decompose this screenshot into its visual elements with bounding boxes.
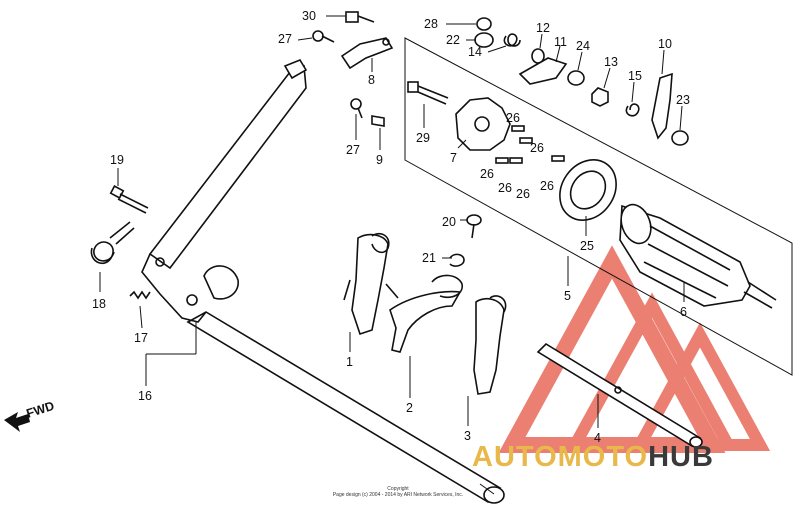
washer-23-part (671, 130, 689, 146)
callout-26-d: 26 (498, 181, 512, 195)
callout-2: 2 (406, 401, 413, 415)
cam-bolt-part (407, 81, 449, 105)
callout-22: 22 (446, 33, 460, 47)
callout-1: 1 (346, 355, 353, 369)
shift-fork-2-part (389, 274, 463, 353)
callout-26-b: 26 (530, 141, 544, 155)
callout-28: 28 (424, 17, 438, 31)
callout-23: 23 (676, 93, 690, 107)
nut-13-part (591, 87, 609, 107)
callout-12: 12 (536, 21, 550, 35)
callout-27-lower: 27 (346, 143, 360, 157)
return-spring-part (90, 221, 135, 265)
bolt-20-part (466, 214, 482, 239)
callout-25: 25 (580, 239, 594, 253)
callout-9: 9 (376, 153, 383, 167)
shift-fork-1-part (343, 232, 399, 336)
brand-part-2: HUB (648, 441, 714, 473)
callout-18: 18 (92, 297, 106, 311)
callout-14: 14 (468, 45, 482, 59)
washer-9-part (371, 115, 385, 127)
copyright-line-2: Page design (c) 2004 - 2014 by ARI Netwo… (332, 492, 464, 498)
bolt-27-lower-part (350, 98, 363, 119)
callout-19: 19 (110, 153, 124, 167)
callout-15: 15 (628, 69, 642, 83)
forward-arrow-icon (4, 412, 30, 432)
leader-lines (99, 15, 685, 428)
callout-labels: 30 27 8 28 22 14 12 11 24 13 10 15 23 29… (92, 9, 690, 445)
callout-27-upper: 27 (278, 32, 292, 46)
bearing-part (559, 159, 617, 221)
brand-part-1: AUTOMOTO (472, 441, 649, 473)
small-spring-part (129, 290, 151, 300)
copyright-line-1: Copyright (387, 486, 409, 492)
shift-shaft-part (141, 59, 505, 504)
callout-10: 10 (658, 37, 672, 51)
callout-3: 3 (464, 429, 471, 443)
callout-11: 11 (554, 35, 567, 49)
screw-30-part (345, 11, 375, 23)
callout-21: 21 (422, 251, 436, 265)
callout-8: 8 (368, 73, 375, 87)
stopper-arm-part (340, 37, 394, 70)
callout-29: 29 (416, 131, 430, 145)
shift-drum-part (619, 203, 777, 309)
callout-4: 4 (594, 431, 601, 445)
watermark-brand-text: AUTOMOTOHUB (472, 441, 714, 474)
pivot-bolt-part (109, 185, 149, 214)
shift-fork-3-part (473, 295, 507, 395)
callout-26-c: 26 (480, 167, 494, 181)
spring-14-part (503, 33, 521, 47)
callout-26-a: 26 (506, 111, 520, 125)
callout-20: 20 (442, 215, 456, 229)
clip-21-part (449, 253, 465, 267)
fork-shaft-part (536, 342, 703, 448)
callout-5: 5 (564, 289, 571, 303)
callout-13: 13 (604, 55, 618, 69)
callout-17: 17 (134, 331, 148, 345)
callout-16: 16 (138, 389, 152, 403)
plate-11-part (518, 57, 568, 85)
callout-6: 6 (680, 305, 687, 319)
copyright-notice: Copyright Page design (c) 2004 - 2014 by… (318, 486, 478, 498)
arm-10-part (651, 72, 673, 140)
callout-26-f: 26 (540, 179, 554, 193)
drum-pins-part (495, 125, 565, 164)
spring-15-part (625, 103, 640, 117)
nut-washer-part (474, 17, 494, 48)
callout-24: 24 (576, 39, 590, 53)
callout-26-e: 26 (516, 187, 530, 201)
washer-24-part (567, 70, 585, 86)
fwd-label: FWD (25, 399, 56, 421)
callout-30: 30 (302, 9, 316, 23)
drum-assembly-outline (404, 37, 793, 376)
bolt-27-upper-part (312, 30, 335, 43)
cam-plate-part (455, 97, 511, 151)
callout-7: 7 (450, 151, 457, 165)
